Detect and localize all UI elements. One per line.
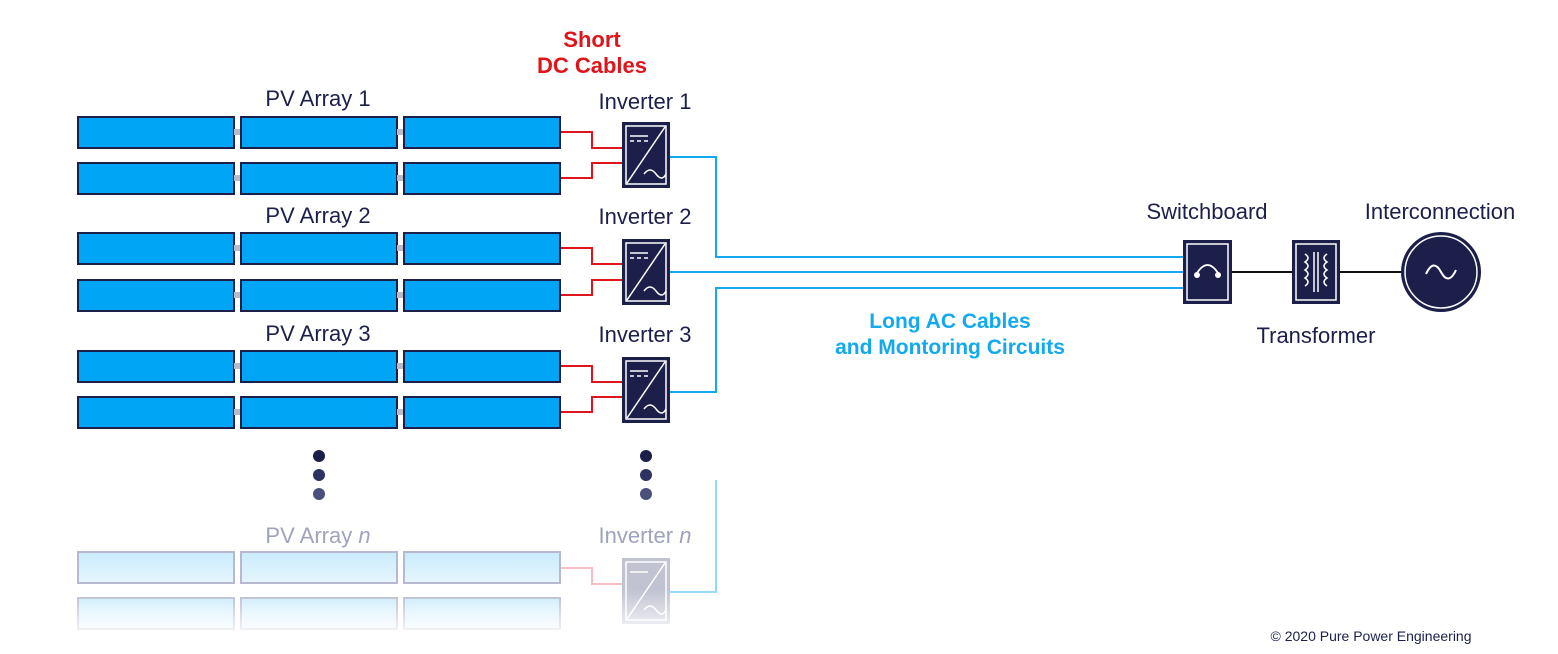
pv-array-n-label: PV Array n (265, 523, 370, 548)
panel-row (77, 162, 561, 195)
panel-row (77, 232, 561, 265)
ac-cables-label-line1: Long AC Cables (869, 310, 1030, 333)
pv-array-2-label: PV Array 2 (265, 203, 370, 228)
inverter-3-label: Inverter 3 (599, 322, 692, 347)
pv-array-3 (77, 350, 561, 429)
transformer-label: Transformer (1257, 323, 1376, 348)
pv-array-2 (77, 232, 561, 312)
dc-cables-label-line1: Short (563, 27, 621, 52)
ac-cables-label-line2: and Montoring Circuits (835, 336, 1065, 359)
copyright-text: © 2020 Pure Power Engineering (1271, 628, 1472, 644)
ac-cables (670, 156, 1183, 593)
panel-row (77, 116, 561, 149)
ellipsis-dots-arrays (313, 450, 325, 500)
ellipsis-dots-inverters (640, 450, 652, 500)
dc-cables-label-line2: DC Cables (537, 53, 647, 78)
ac-source-icon (1401, 232, 1481, 312)
inverter-icon (621, 121, 671, 189)
pv-array-3-label: PV Array 3 (265, 321, 370, 346)
breaker-icon (1183, 240, 1232, 304)
inverter-icon (621, 238, 671, 306)
pv-array-1 (77, 116, 561, 195)
panel-row (77, 279, 561, 312)
inverter-1-label: Inverter 1 (599, 89, 692, 114)
panel-row (77, 350, 561, 383)
transformer-icon (1292, 240, 1340, 304)
pv-array-1-label: PV Array 1 (265, 86, 370, 111)
inverter-2-label: Inverter 2 (599, 204, 692, 229)
inverter-icon (621, 356, 671, 424)
switchboard-label: Switchboard (1146, 199, 1267, 224)
interconnection-label: Interconnection (1365, 199, 1515, 224)
inverter-n-label: Inverter n (599, 523, 692, 548)
dc-cables (561, 131, 622, 413)
panel-row (77, 396, 561, 429)
